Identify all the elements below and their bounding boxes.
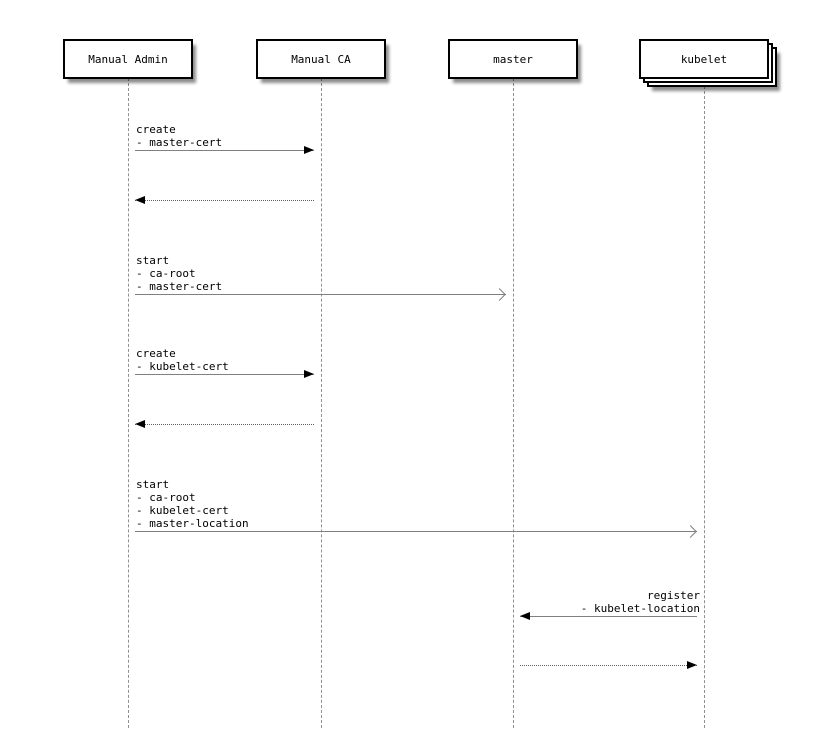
message-line-2 bbox=[135, 200, 314, 201]
arrowhead-filled-left-icon bbox=[520, 612, 530, 620]
actor-box-manual-admin: Manual Admin bbox=[63, 39, 193, 79]
message-line-5 bbox=[135, 424, 314, 425]
arrowhead-filled-right-icon bbox=[687, 661, 697, 669]
message-line-1 bbox=[135, 150, 314, 151]
actor-label: kubelet bbox=[680, 52, 728, 66]
lifeline-manual-admin bbox=[128, 78, 129, 728]
lifeline-master bbox=[513, 78, 514, 728]
actor-box-master: master bbox=[448, 39, 578, 79]
arrowhead-open-right-icon bbox=[493, 288, 506, 301]
message-label-6: start - ca-root - kubelet-cert - master-… bbox=[136, 478, 249, 530]
message-line-4 bbox=[135, 374, 314, 375]
message-label-4: create - kubelet-cert bbox=[136, 347, 229, 373]
actor-label: Manual Admin bbox=[88, 52, 168, 66]
message-line-7 bbox=[520, 616, 697, 617]
lifeline-kubelet bbox=[704, 86, 705, 728]
actor-box-kubelet: kubelet bbox=[639, 39, 769, 79]
message-line-3 bbox=[135, 294, 506, 295]
arrowhead-filled-right-icon bbox=[304, 146, 314, 154]
arrowhead-filled-left-icon bbox=[135, 196, 145, 204]
lifeline-manual-ca bbox=[321, 78, 322, 728]
message-label-7: register - kubelet-location bbox=[580, 589, 700, 615]
message-line-8 bbox=[520, 665, 697, 666]
message-line-6 bbox=[135, 531, 697, 532]
arrowhead-open-right-icon bbox=[684, 525, 697, 538]
message-label-3: start - ca-root - master-cert bbox=[136, 254, 223, 293]
actor-box-manual-ca: Manual CA bbox=[256, 39, 386, 79]
message-label-1: create - master-cert bbox=[136, 123, 223, 149]
actor-label: master bbox=[493, 52, 533, 66]
actor-label: Manual CA bbox=[291, 52, 351, 66]
arrowhead-filled-right-icon bbox=[304, 370, 314, 378]
arrowhead-filled-left-icon bbox=[135, 420, 145, 428]
